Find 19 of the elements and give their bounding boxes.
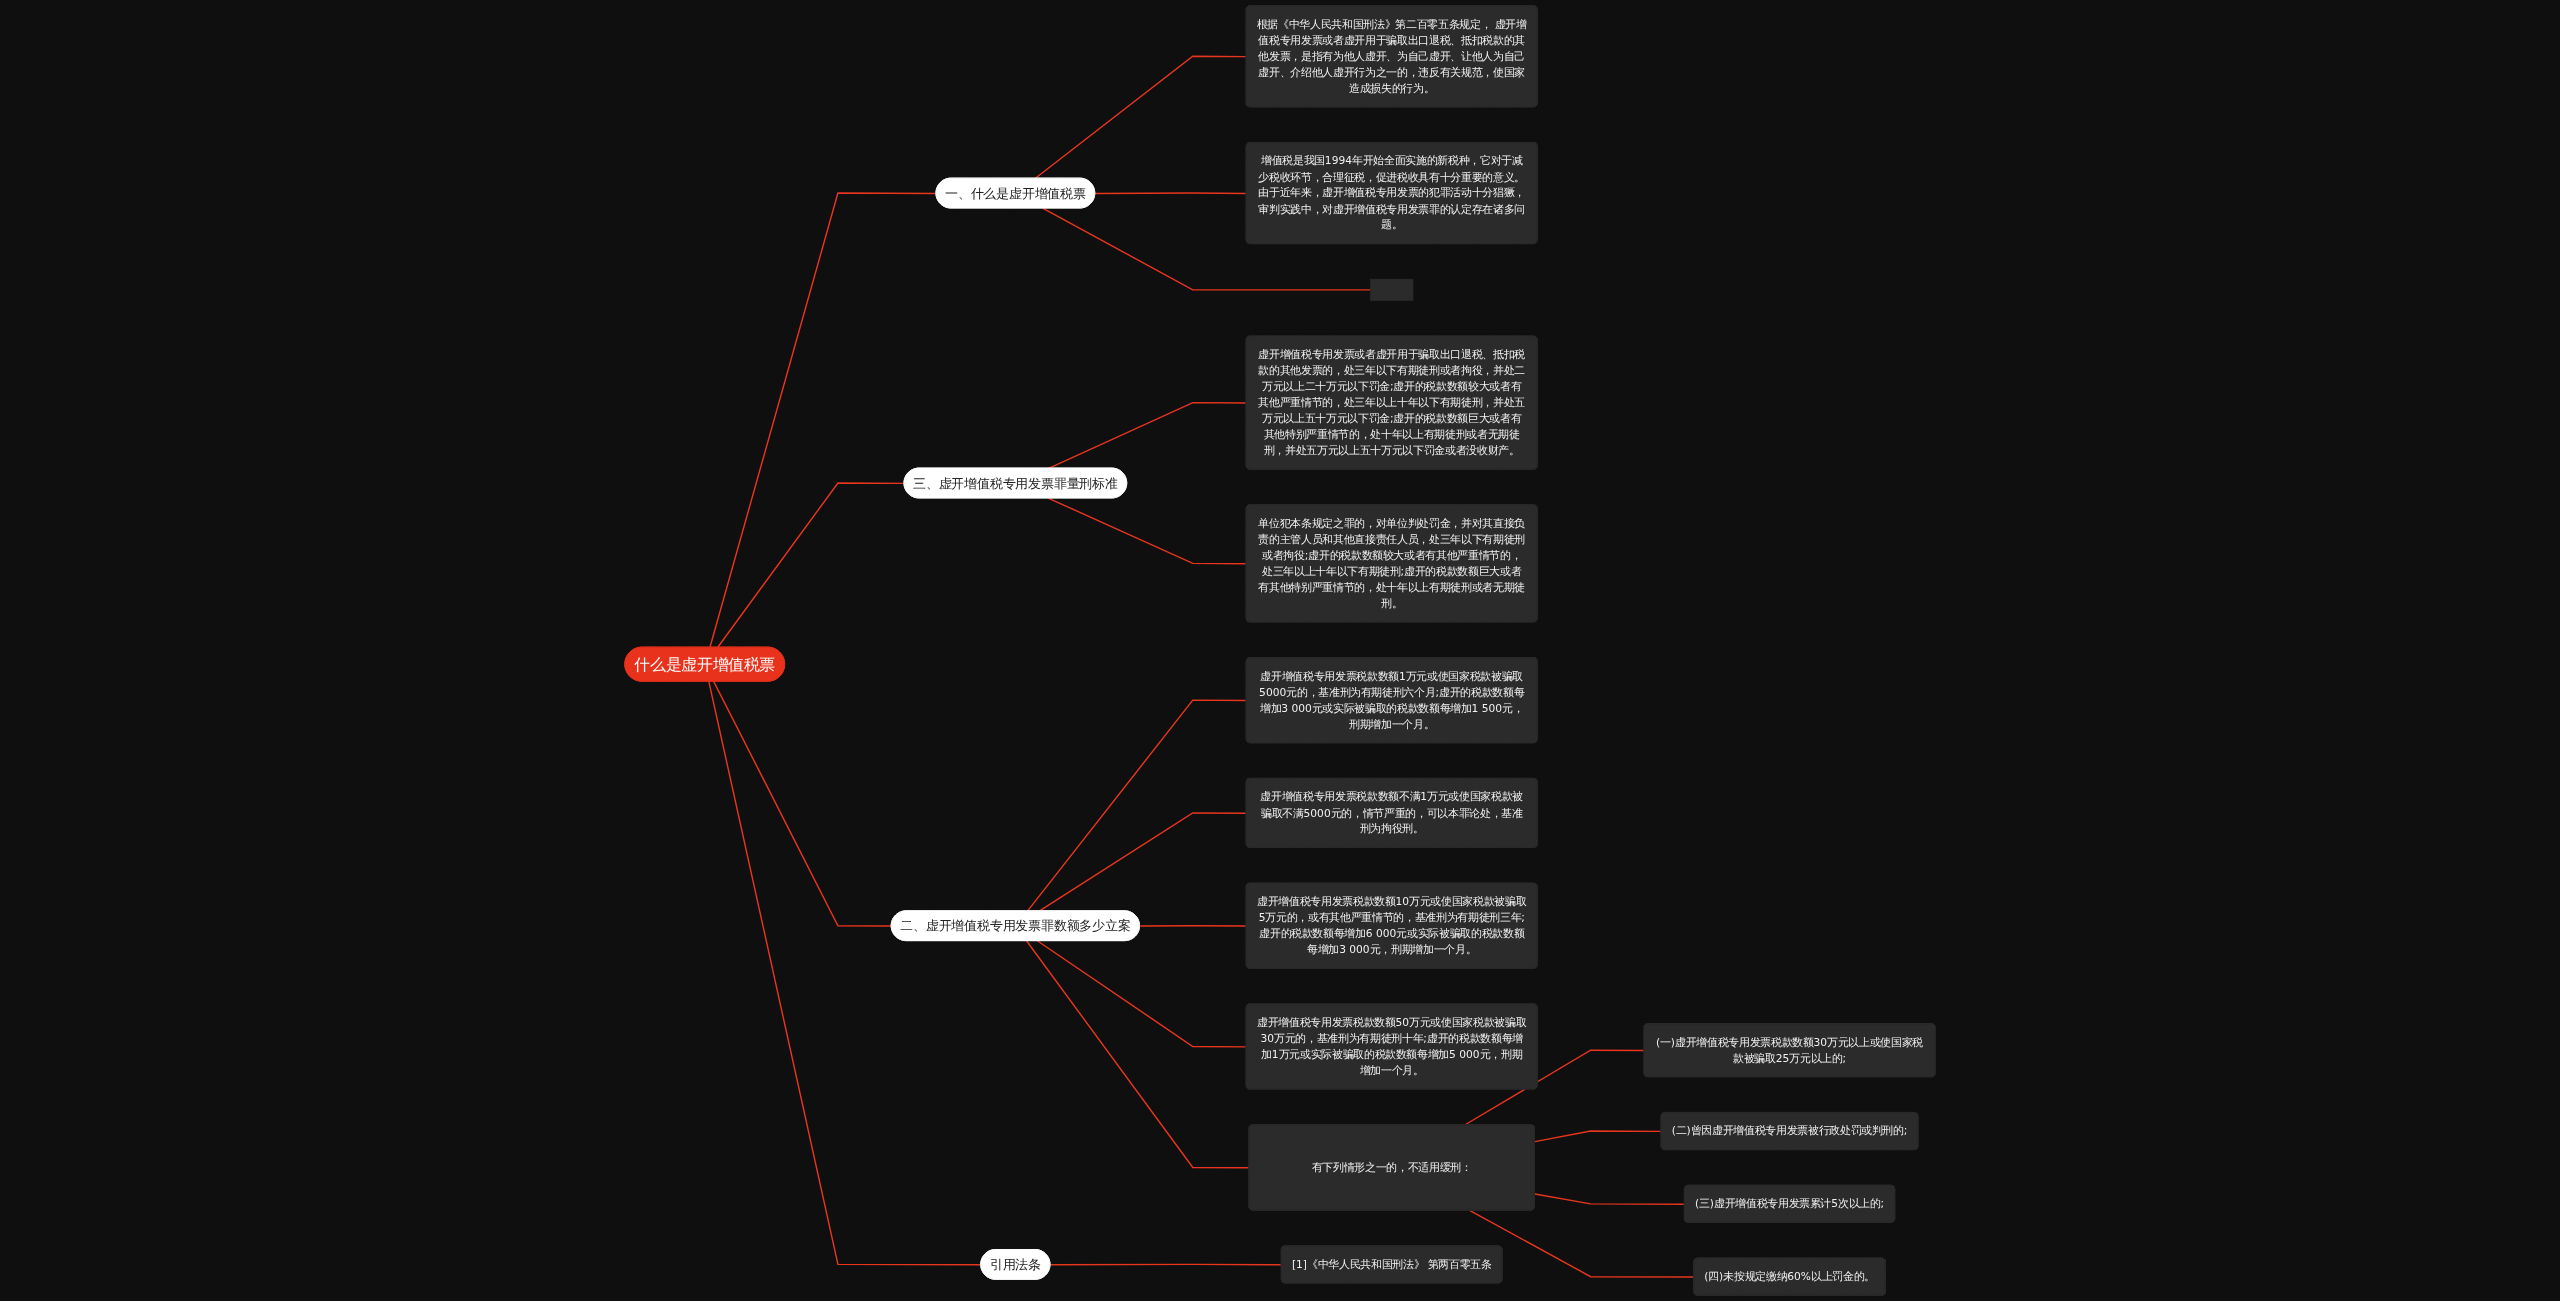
connector (1047, 497, 1248, 565)
connector (1026, 699, 1248, 912)
connector (708, 680, 982, 1266)
connector (709, 192, 938, 649)
connector (1034, 55, 1248, 180)
connector (1094, 192, 1248, 195)
connector (716, 482, 906, 649)
connector (713, 680, 893, 927)
connector (1534, 1193, 1686, 1205)
connector (1036, 940, 1248, 1048)
connector (1469, 1209, 1695, 1278)
connector (1534, 1130, 1663, 1143)
connector (1025, 940, 1250, 1169)
node-box (1370, 278, 1414, 301)
connector (1049, 1263, 1283, 1266)
connector (1042, 207, 1372, 291)
connector (1038, 812, 1248, 912)
connector (1464, 1049, 1645, 1126)
connector (1139, 925, 1248, 927)
